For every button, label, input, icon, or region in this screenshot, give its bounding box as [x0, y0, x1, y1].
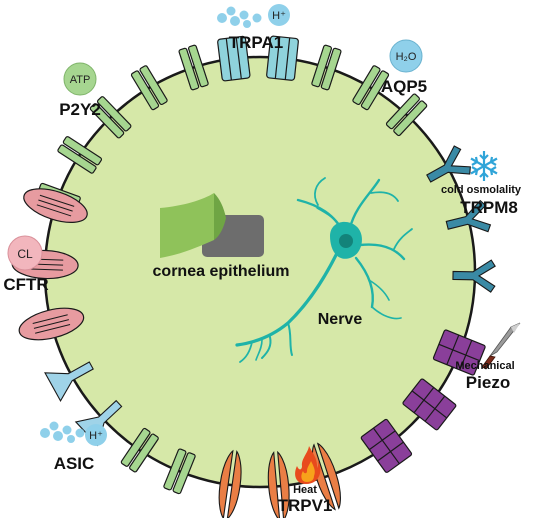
label-nerve: Nerve [318, 311, 363, 328]
h2o-badge: H₂O [389, 39, 423, 73]
label-aqp5: AQP5 [381, 77, 427, 96]
p2y2-channel [120, 427, 159, 473]
trpm8-channel [452, 259, 496, 293]
trpa1-channel [217, 35, 251, 82]
aqp5-channel [311, 44, 342, 91]
proton-cluster-bottom: H⁺ [40, 421, 107, 446]
p2y2-channel [130, 65, 168, 111]
proton-bottom-text: H⁺ [89, 430, 103, 442]
cftr-channel [18, 307, 85, 341]
h2o-badge-text: H₂O [396, 51, 417, 63]
cornea-epithelium-icon [160, 193, 264, 258]
piezo-channel [432, 329, 486, 376]
label-asic: ASIC [54, 454, 95, 473]
flame-icon [295, 446, 321, 484]
snowflake-icon [470, 151, 498, 181]
p2y2-channel [57, 136, 103, 174]
label-p2y2: P2Y2 [59, 100, 101, 119]
atp-badge: ATP [63, 62, 97, 96]
p2y2-channel [163, 448, 196, 495]
piezo-channel [402, 378, 457, 431]
aqp5-channel [385, 93, 428, 137]
proton-cluster-top: H⁺ [217, 4, 290, 28]
proton-top-text: H⁺ [272, 10, 286, 22]
cl-badge-text: CL [17, 247, 33, 261]
label-heat: Heat [293, 484, 317, 496]
cftr-channel [23, 188, 88, 223]
trpv1-channel [218, 449, 242, 518]
label-trpm8: TRPM8 [460, 198, 518, 217]
label-trpv1: TRPV1 [278, 496, 333, 515]
label-cftr: CFTR [3, 275, 48, 294]
asic-channel [44, 361, 94, 402]
knife-icon [481, 322, 521, 370]
nerve-icon [235, 177, 413, 363]
trpm8-channel [445, 199, 492, 233]
p2y2-channel [89, 96, 132, 139]
label-trpa1: TRPA1 [229, 33, 283, 52]
nerve-nucleus [339, 234, 353, 248]
channel-ring [11, 35, 496, 518]
trpa1-channel [266, 35, 299, 81]
label-piezo: Piezo [466, 373, 510, 392]
trpv1-channel [267, 450, 290, 518]
label-mechanical: Mechanical [455, 360, 514, 372]
atp-badge-text: ATP [70, 74, 91, 86]
label-cold-osmolality: cold osmolality [441, 184, 522, 196]
aqp5-channel [352, 65, 390, 111]
label-epithelium: cornea epithelium [153, 263, 290, 280]
p2y2-channel [178, 44, 209, 91]
trpm8-channel [426, 145, 471, 183]
piezo-channel [360, 418, 413, 473]
cl-badge: CL [7, 235, 43, 271]
